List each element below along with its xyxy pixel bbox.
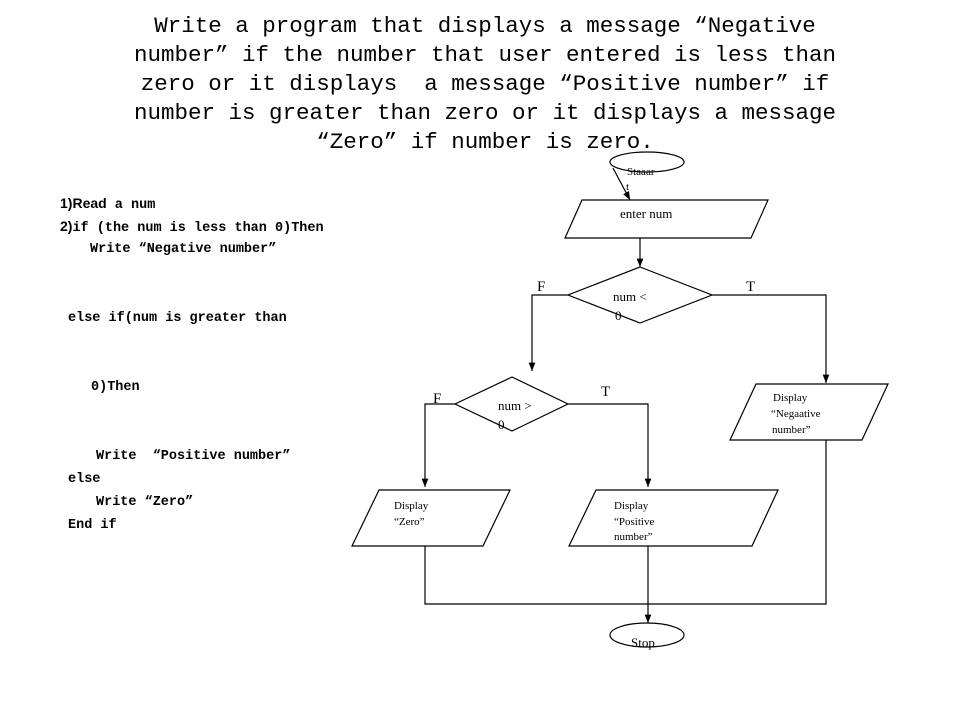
decision2-true-label: T [601, 384, 610, 400]
display-positive-label: “Positive [614, 516, 654, 528]
algo-step-if: 2)if (the num is less than 0)Then [60, 215, 324, 238]
title-line: number is greater than zero or it displa… [133, 100, 837, 126]
decision2-label: 0 [498, 417, 505, 432]
decision1-false-arrow [528, 294, 568, 371]
decision1-diamond [566, 266, 714, 324]
decision2-false-arrow [421, 403, 455, 487]
display-positive-label: Display [614, 500, 649, 512]
algo-end-if: End if [68, 518, 117, 533]
display-negative-label: “Negaative [771, 408, 821, 420]
read-keyword: Read [72, 195, 107, 211]
problem-statement: Write a program that displays a message … [100, 12, 870, 157]
decision2-true-arrow [568, 403, 652, 487]
title-line: number” if the number that user entered … [133, 42, 837, 68]
decision1-label: num < [613, 289, 647, 304]
display-negative-parallelogram [729, 383, 889, 441]
algo-write-zero: Write “Zero” [96, 495, 194, 510]
display-zero-label: “Zero” [394, 516, 425, 528]
decision1-label: 0 [615, 308, 622, 323]
decision2-diamond [453, 376, 570, 432]
if-text: if (the num is less than 0)Then [72, 221, 324, 236]
algo-else-if: else if(num is greater than 0)Then [68, 261, 332, 445]
decision1-true-label: T [746, 279, 755, 295]
algo-else: else [68, 472, 101, 487]
merge-line [424, 440, 827, 605]
title-line: zero or it displays a message “Positive … [140, 71, 830, 97]
else-if-line: else if(num is greater than [68, 311, 287, 326]
stop-label: Stop [631, 635, 655, 650]
step-number: 1) [60, 195, 73, 211]
start-to-input-arrow [612, 167, 631, 201]
decision2-label: num > [498, 398, 532, 413]
display-positive-parallelogram [568, 489, 779, 547]
read-text: a num [106, 198, 156, 213]
display-negative-label: number” [772, 424, 811, 436]
algo-write-negative: Write “Negative number” [90, 242, 277, 257]
input-label: enter num [620, 206, 672, 221]
display-positive-label: number” [614, 531, 653, 543]
decision1-true-arrow [712, 294, 830, 383]
start-label: Staaar [627, 166, 655, 178]
decision1-false-label: F [537, 279, 545, 295]
else-if-line: 0)Then [91, 380, 140, 395]
algo-write-positive: Write “Positive number” [96, 449, 291, 464]
stop-terminal [609, 622, 685, 648]
display-negative-label: Display [773, 392, 808, 404]
algorithm-steps: 1)Read a num 2)if (the num is less than … [60, 192, 324, 537]
display-zero-parallelogram [351, 489, 511, 547]
input-parallelogram [564, 199, 769, 239]
decision2-false-label: F [433, 391, 441, 407]
algo-step-read: 1)Read a num [60, 192, 324, 215]
title-line: Write a program that displays a message … [154, 13, 816, 39]
step-number: 2) [60, 218, 73, 234]
title-line: “Zero” if number is zero. [316, 129, 654, 155]
start-label: t [626, 181, 629, 193]
start-terminal [609, 151, 685, 173]
display-zero-label: Display [394, 500, 429, 512]
